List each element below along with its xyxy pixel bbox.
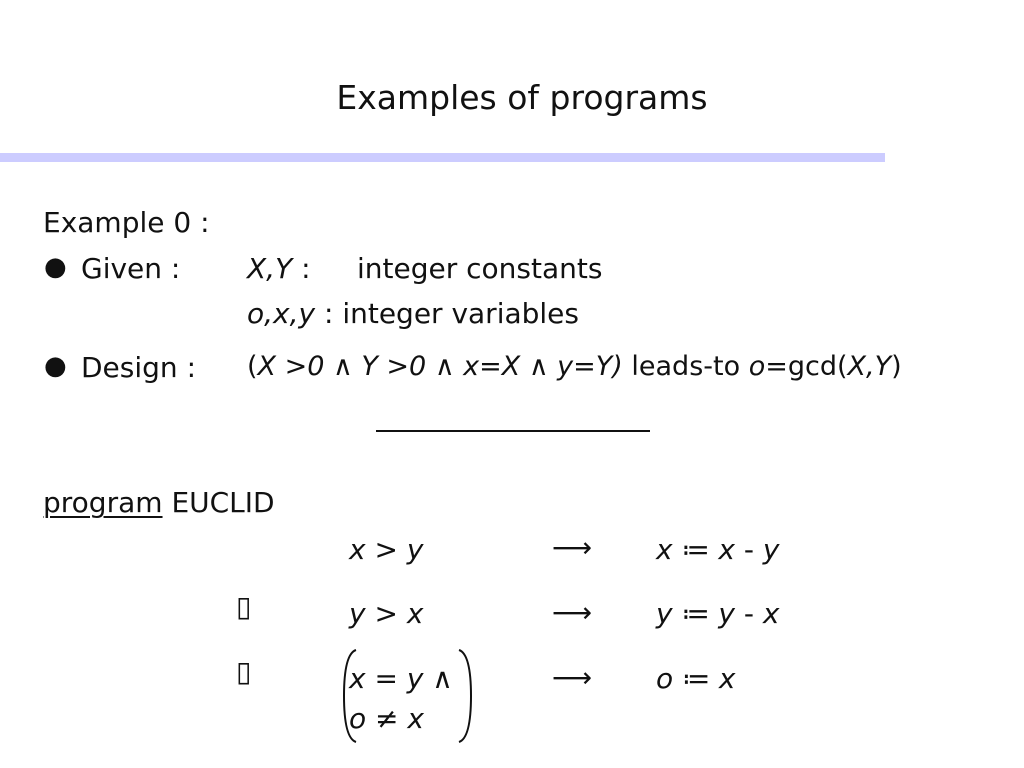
rule-3-guard-line-1: x = y ∧ [349,662,453,695]
rule-1-action: x ≔ x - y [656,533,779,566]
constants-sep: : [292,252,311,285]
design-output-var: o [748,351,766,382]
section-separator [376,430,650,432]
rule-3-guard-line-2: o ≠ x [349,702,424,735]
rule-2-guard: y > x [349,597,424,630]
given-constants-line: X,Y : [247,252,311,285]
left-paren-icon [342,649,357,743]
rule-2-action-lhs: y ≔ y [656,597,735,630]
given-label: Given : [81,252,181,285]
right-paren-icon [458,649,473,743]
rule-2-action: y ≔ y - x [656,597,779,630]
design-open-paren: ( [247,351,258,382]
rule-2-action-rhs: - x [734,597,780,630]
example-label: Example 0 : [43,206,210,239]
constants-desc: integer constants [357,252,603,285]
variables-vars: o,x,y [247,297,316,330]
variables-desc: : integer variables [315,297,579,330]
title-divider [0,153,885,162]
rule-1-action-rhs: - y [734,533,780,566]
design-precondition: X >0 ∧ Y >0 ∧ x=X ∧ y=Y) [257,351,623,382]
page-title: Examples of programs [336,78,708,117]
program-header: program EUCLID [43,486,275,519]
design-gcd-close: ) [891,351,902,382]
rule-2-arrow-icon: ⟶ [552,596,593,629]
rule-1-guard: x > y [349,533,424,566]
choice-box-icon: ▯ [236,655,252,688]
design-label: Design : [81,351,197,384]
program-keyword: program [43,486,163,519]
rule-1-action-lhs: x ≔ x [656,533,735,566]
design-leads-to: leads-to [622,351,749,382]
design-gcd-prefix: =gcd( [765,351,848,382]
choice-box-icon: ▯ [236,590,252,623]
given-variables-line: o,x,y : integer variables [247,297,579,330]
rule-3-arrow-icon: ⟶ [552,661,593,694]
program-name: EUCLID [171,486,275,519]
rule-3-action: o ≔ x [656,662,736,695]
rule-1-arrow-icon: ⟶ [552,531,593,564]
bullet-design: ● [44,351,67,381]
constants-vars: X,Y [247,252,293,285]
design-gcd-args: X,Y [847,351,892,382]
design-spec: (X >0 ∧ Y >0 ∧ x=X ∧ y=Y) leads-to o=gcd… [247,351,902,382]
bullet-given: ● [44,252,67,282]
